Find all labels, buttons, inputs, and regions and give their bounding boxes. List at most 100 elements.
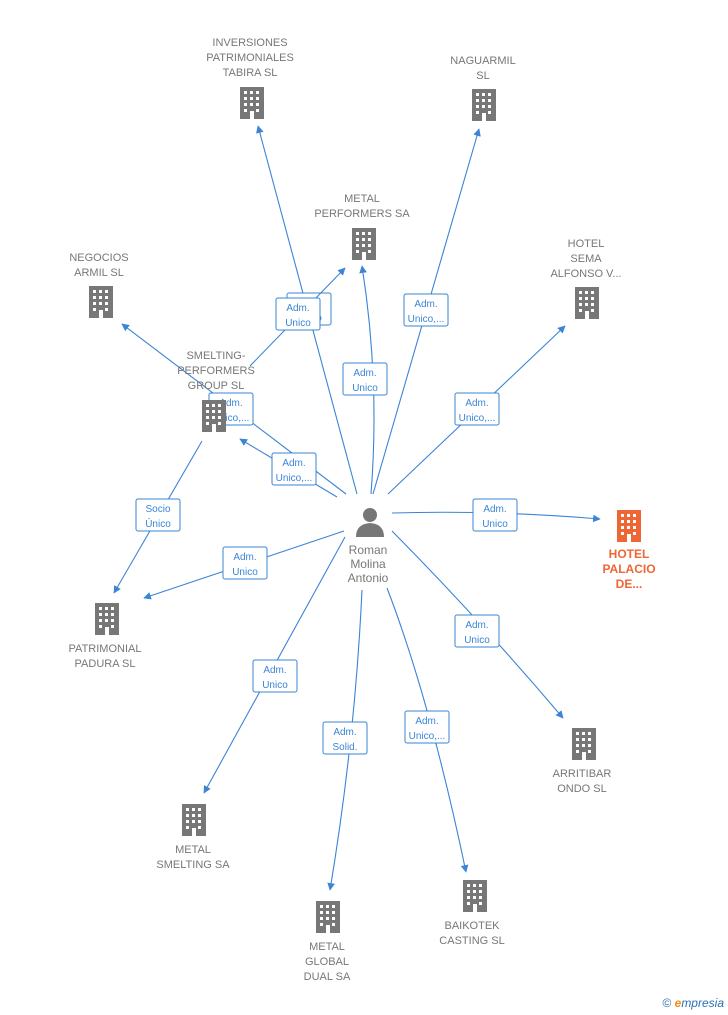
building-icon[interactable]: [95, 603, 119, 635]
role-label-box[interactable]: [275, 297, 321, 331]
role-label-box[interactable]: [454, 614, 500, 648]
company-node-baikotek[interactable]: BAIKOTEK CASTING SL: [439, 880, 505, 947]
role-label-text: Adm.: [233, 552, 256, 563]
person-label: Roman: [349, 543, 388, 557]
person-icon[interactable]: [356, 508, 384, 537]
role-label-text: Adm.: [483, 504, 506, 515]
company-label: METAL: [344, 193, 380, 205]
role-label-box[interactable]: [322, 721, 368, 755]
company-label: SMELTING SA: [156, 859, 230, 871]
role-label-box[interactable]: [135, 498, 181, 532]
company-label: SMELTING-: [186, 350, 245, 362]
building-icon[interactable]: [202, 400, 226, 432]
company-label: SEMA: [570, 253, 602, 265]
role-label-text: Unico: [262, 680, 288, 691]
role-label-text: Adm.: [415, 716, 438, 727]
company-label: PATRIMONIAL: [69, 643, 142, 655]
role-label-text: Socio: [145, 504, 170, 515]
e-hotel-sema-edge[interactable]: Adm.Unico,...: [387, 325, 566, 495]
e-metal-performers-edge[interactable]: Adm.Unico: [342, 265, 388, 495]
company-label: ALFONSO V...: [550, 268, 621, 280]
company-node-metal-smelting[interactable]: METAL SMELTING SA: [156, 804, 230, 871]
role-label-text: Único: [145, 517, 171, 530]
role-label-text: Adm.: [282, 458, 305, 469]
role-label-text: Adm.: [465, 398, 488, 409]
person-label: Molina: [350, 557, 386, 571]
building-icon[interactable]: [240, 87, 264, 119]
company-label: SL: [476, 70, 489, 82]
company-label: ARRITIBAR: [553, 768, 612, 780]
role-label-text: Unico,...: [276, 473, 313, 484]
company-node-metal-performers[interactable]: METAL PERFORMERS SA: [314, 193, 410, 260]
company-label: HOTEL: [609, 547, 650, 561]
company-label: CASTING SL: [439, 935, 504, 947]
company-node-smelting-performers[interactable]: SMELTING- PERFORMERS GROUP SL: [177, 350, 255, 432]
role-label-text: Adm.: [465, 620, 488, 631]
e-smelting-metalperf-edge[interactable]: Adm.Unico: [249, 267, 346, 367]
building-icon[interactable]: [316, 901, 340, 933]
e-metal-global-edge[interactable]: Adm. Solid.: [322, 589, 368, 891]
company-node-hotel-palacio[interactable]: HOTELPALACIODE...: [602, 510, 656, 591]
e-metal-smelting-edge[interactable]: Adm. Unico: [203, 536, 346, 794]
role-label-box[interactable]: [403, 293, 449, 327]
role-label-box[interactable]: [271, 452, 317, 486]
e-hotel-palacio-edge[interactable]: Adm. Unico: [391, 498, 601, 532]
building-icon[interactable]: [89, 286, 113, 318]
company-label: PERFORMERS: [177, 365, 255, 377]
role-label-box[interactable]: [454, 392, 500, 426]
role-label-text: Unico,...: [409, 731, 446, 742]
role-label-text: Adm.: [333, 727, 356, 738]
e-arritibar-edge[interactable]: Adm. Unico: [391, 530, 564, 719]
role-label-text: Unico: [464, 635, 490, 646]
e-patrimonial-edge[interactable]: Adm. Unico: [143, 530, 345, 600]
building-icon[interactable]: [182, 804, 206, 836]
building-icon[interactable]: [572, 728, 596, 760]
role-label-box[interactable]: [404, 710, 450, 744]
building-icon[interactable]: [575, 287, 599, 319]
company-label: DUAL SA: [304, 971, 351, 983]
person-label: Antonio: [348, 571, 389, 585]
role-label-box[interactable]: [342, 362, 388, 396]
role-label-text: Unico: [482, 519, 508, 530]
company-label: PADURA SL: [75, 658, 136, 670]
company-node-negocios-armil[interactable]: NEGOCIOS ARMIL SL: [69, 252, 129, 318]
e-naguarmil-edge[interactable]: Adm. Unico,...: [372, 128, 481, 495]
company-label: GLOBAL: [305, 956, 349, 968]
company-label: NEGOCIOS: [69, 252, 128, 264]
building-icon[interactable]: [472, 89, 496, 121]
brand-name: mpresia: [681, 996, 724, 1010]
role-label-text: Unico,...: [408, 314, 445, 325]
company-label: ARMIL SL: [74, 267, 124, 279]
company-node-arritibar[interactable]: ARRITIBAR ONDO SL: [553, 728, 612, 795]
building-icon[interactable]: [352, 228, 376, 260]
building-icon[interactable]: [617, 510, 641, 542]
role-label-box[interactable]: [222, 546, 268, 580]
building-icon[interactable]: [463, 880, 487, 912]
role-label-text: Adm.: [219, 398, 242, 409]
company-label: PALACIO: [602, 562, 655, 576]
e-smelting-edge[interactable]: Adm. Unico,...: [239, 438, 338, 498]
role-label-text: Solid.: [332, 742, 357, 753]
company-label: PERFORMERS SA: [314, 208, 410, 220]
company-node-patrimonial-padura[interactable]: PATRIMONIAL PADURA SL: [69, 603, 142, 670]
role-label-box[interactable]: [472, 498, 518, 532]
company-label: GROUP SL: [188, 380, 245, 392]
company-label: ONDO SL: [557, 783, 607, 795]
company-label: INVERSIONES: [212, 37, 287, 49]
footer-brand[interactable]: © empresia: [662, 996, 724, 1010]
role-label-text: Unico: [232, 567, 258, 578]
company-label: METAL: [175, 844, 211, 856]
role-label-box[interactable]: [252, 659, 298, 693]
e-baikotek-edge[interactable]: Adm. Unico,...: [386, 587, 469, 873]
role-label-text: Adm.: [414, 299, 437, 310]
company-label: BAIKOTEK: [444, 920, 500, 932]
edges-layer: Adm.UnicoAdm.Unico,...Adm.UnicoAdm.Unico…: [113, 125, 601, 891]
